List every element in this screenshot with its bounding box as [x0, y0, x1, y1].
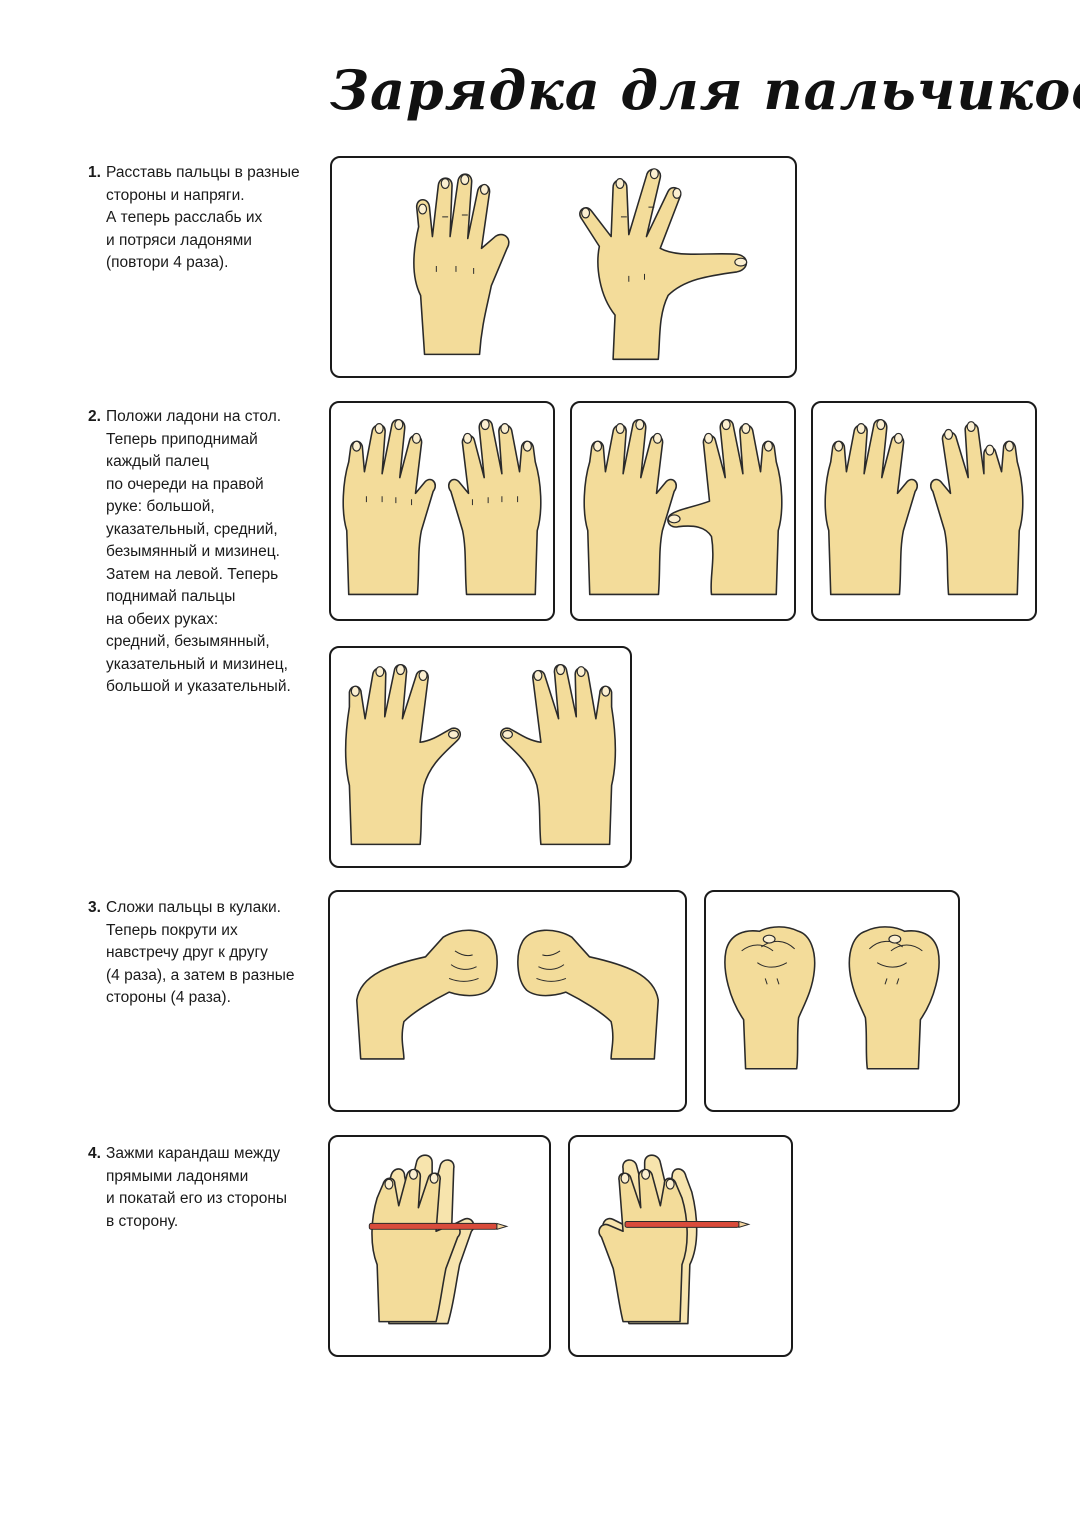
left-hand-icon [342, 419, 437, 596]
pressed-palms-icon [598, 1154, 698, 1325]
step-line: в сторону. [106, 1212, 179, 1230]
left-hand-icon [583, 419, 678, 596]
step-line: по очереди на правой [106, 475, 264, 493]
palms-rolling-pencil-illustration [598, 1154, 751, 1325]
palms-with-pencil-illustration [368, 1154, 509, 1325]
illustration-step-4a [328, 1135, 551, 1357]
illustration-step-3a [328, 890, 687, 1112]
right-hand-index-raised-icon [929, 421, 1024, 596]
pressed-palms-icon [371, 1154, 475, 1325]
right-hand-icon [499, 664, 617, 846]
hand-spread-icon [579, 168, 748, 361]
step-4-text: 4. Зажми карандаш между прямыми ладонями… [88, 1143, 328, 1233]
step-number: 4. [88, 1145, 101, 1162]
step-line: Положи ладони на стол. [106, 408, 282, 425]
left-fist-icon [355, 929, 498, 1060]
right-fist-front-icon [848, 926, 940, 1070]
step-line: Сложи пальцы в кулаки. [106, 899, 281, 916]
step-line: большой и указательный. [106, 678, 291, 695]
step-line: (4 раза), а затем в разные [106, 966, 295, 984]
step-line: Теперь покрути их [106, 921, 238, 939]
pencil-icon [368, 1222, 509, 1230]
page-title: Зарядка для пальчиков [330, 58, 1080, 122]
illustration-step-2d [329, 646, 632, 868]
step-line: и потряси ладонями [106, 231, 252, 249]
step-3-text: 3. Сложи пальцы в кулаки. Теперь покрути… [88, 897, 328, 1010]
hands-on-table-illustration [342, 419, 542, 596]
step-line: средний, безымянный, [106, 633, 270, 650]
step-line: поднимай пальцы [106, 588, 236, 605]
illustration-step-2a [329, 401, 555, 621]
step-2-text: 2. Положи ладони на стол. Теперь приподн… [88, 406, 328, 699]
hands-finger-raised-illustration [824, 419, 1024, 596]
step-number: 1. [88, 164, 101, 181]
right-fist-icon [517, 929, 660, 1060]
step-line: каждый палец [106, 453, 209, 470]
step-line: Теперь приподнимай [106, 430, 258, 448]
illustration-step-1 [330, 156, 797, 378]
step-line: безымянный и мизинец. [106, 543, 280, 560]
step-number: 2. [88, 408, 101, 425]
step-line: (повтори 4 раза). [106, 254, 229, 271]
step-line: Зажми карандаш между [106, 1145, 281, 1162]
step-line: и покатай его из стороны [106, 1190, 288, 1207]
left-hand-icon [824, 419, 919, 596]
step-line: указательный и мизинец, [106, 655, 288, 673]
hands-spread-illustration [413, 168, 748, 361]
step-line: на обеих руках: [106, 610, 219, 628]
step-line: прямыми ладонями [106, 1167, 249, 1185]
step-line: стороны и напряги. [106, 186, 245, 204]
hands-thumb-raised-illustration [583, 419, 783, 596]
step-number: 3. [88, 899, 101, 916]
step-line: Затем на левой. Теперь [106, 565, 279, 583]
hand-relaxed-icon [413, 173, 510, 356]
step-line: руке: большой, [106, 498, 215, 515]
illustration-step-2b [570, 401, 796, 621]
illustration-step-3b [704, 890, 960, 1112]
step-line: А теперь расслабь их [106, 209, 263, 226]
right-hand-icon [447, 419, 542, 596]
step-line: навстречу друг к другу [106, 944, 268, 961]
illustration-step-2c [811, 401, 1037, 621]
pencil-icon [624, 1220, 751, 1229]
illustration-step-4b [568, 1135, 793, 1357]
hands-thumbs-out-illustration [344, 664, 617, 846]
fists-front-illustration [724, 926, 940, 1070]
left-fist-front-icon [724, 926, 816, 1070]
step-line: Расставь пальцы в разные [106, 164, 300, 181]
fists-side-illustration [355, 929, 660, 1060]
step-line: стороны (4 раза). [106, 989, 231, 1006]
left-hand-icon [344, 664, 462, 846]
step-line: указательный, средний, [106, 520, 278, 538]
step-1-text: 1. Расставь пальцы в разные стороны и на… [88, 162, 328, 275]
right-hand-thumb-out-icon [667, 419, 783, 596]
